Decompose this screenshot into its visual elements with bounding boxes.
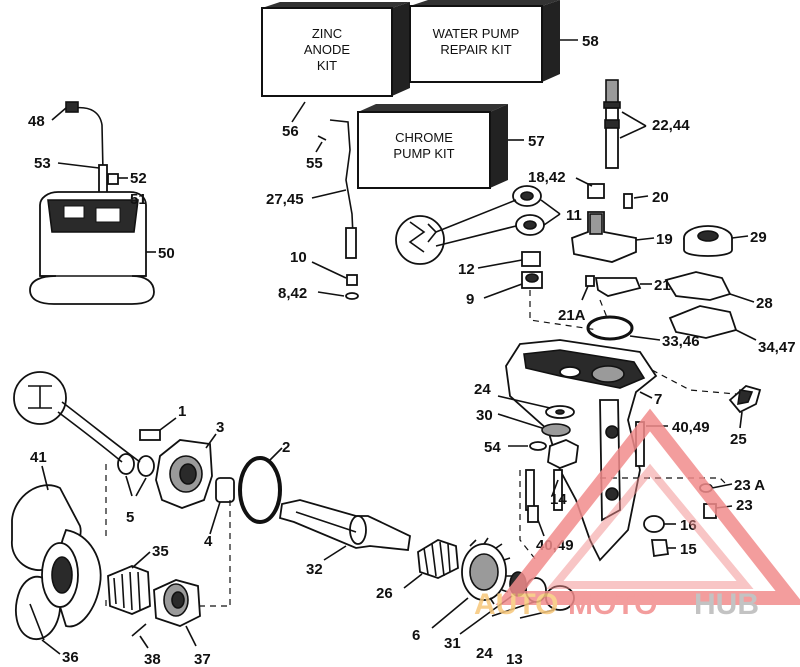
label-24-top: 24 <box>474 381 491 398</box>
label-3: 3 <box>216 419 224 436</box>
label-14: 14 <box>550 491 567 508</box>
label-55: 55 <box>306 155 323 172</box>
label-6: 6 <box>412 627 420 644</box>
roller-bearings <box>107 565 201 627</box>
label-50: 50 <box>158 245 175 262</box>
chrome-pump-kit-box: CHROME PUMP KIT <box>357 104 508 189</box>
label-22-44: 22,44 <box>652 117 690 134</box>
label-58: 58 <box>582 33 599 50</box>
label-36: 36 <box>62 649 79 666</box>
chrome-kit-line1: CHROME <box>395 130 453 145</box>
label-48: 48 <box>28 113 45 130</box>
label-24-bottom: 24 <box>476 645 493 662</box>
label-35: 35 <box>152 543 169 560</box>
label-23: 23 <box>736 497 753 514</box>
label-15: 15 <box>680 541 697 558</box>
washers-upper <box>525 405 579 511</box>
gearcase-cover <box>29 191 155 305</box>
propeller-shaft <box>278 499 411 551</box>
label-13: 13 <box>506 651 523 667</box>
label-29: 29 <box>750 229 767 246</box>
label-40-49-top: 40,49 <box>672 419 710 436</box>
label-19: 19 <box>656 231 673 248</box>
label-25: 25 <box>730 431 747 448</box>
water-pump-kit-line1: WATER PUMP <box>433 26 520 41</box>
part-labels: 58 57 56 48 53 52 51 50 55 27,45 10 8,42… <box>28 33 796 667</box>
label-8-42: 8,42 <box>278 285 307 302</box>
watermark-moto: MOTO <box>568 588 657 621</box>
pump-components <box>512 183 738 341</box>
label-18-42: 18,42 <box>528 169 566 186</box>
water-pump-kit-line2: REPAIR KIT <box>440 42 511 57</box>
zinc-kit-line3: KIT <box>317 58 337 73</box>
label-23a: 23 A <box>734 477 765 494</box>
chrome-kit-line2: PUMP KIT <box>393 146 454 161</box>
label-28: 28 <box>756 295 773 312</box>
label-31: 31 <box>444 635 461 652</box>
zinc-kit-line1: ZINC <box>312 26 342 41</box>
label-56: 56 <box>282 123 299 140</box>
propeller <box>11 484 102 641</box>
label-7: 7 <box>654 391 662 408</box>
label-53: 53 <box>34 155 51 172</box>
watermark-auto: AUTO <box>474 588 558 621</box>
label-21a: 21A <box>558 307 586 324</box>
zinc-anode-kit-box: ZINC ANODE KIT <box>261 2 410 97</box>
label-41: 41 <box>30 449 47 466</box>
zinc-kit-line2: ANODE <box>304 42 351 57</box>
bracket-25 <box>728 385 762 414</box>
label-37: 37 <box>194 651 211 667</box>
label-27-45: 27,45 <box>266 191 304 208</box>
shift-rod <box>317 119 359 300</box>
seal-detail-inset <box>395 199 517 265</box>
watermark-hub: HUB <box>694 588 759 621</box>
label-12: 12 <box>458 261 475 278</box>
label-32: 32 <box>306 561 323 578</box>
label-52: 52 <box>130 170 147 187</box>
watermark-logo: AUTO MOTO HUB <box>474 408 800 621</box>
label-9: 9 <box>466 291 474 308</box>
driveshaft <box>603 79 621 169</box>
label-54: 54 <box>484 439 501 456</box>
label-57: 57 <box>528 133 545 150</box>
forward-gear <box>461 537 512 605</box>
label-20: 20 <box>652 189 669 206</box>
water-pump-repair-kit-box: WATER PUMP REPAIR KIT <box>409 0 560 83</box>
bearing-housing <box>155 439 213 509</box>
label-1: 1 <box>178 403 186 420</box>
seal-detail-inset-left <box>13 371 141 463</box>
label-21: 21 <box>654 277 671 294</box>
label-11: 11 <box>566 207 582 224</box>
label-38: 38 <box>144 651 161 667</box>
label-34-47: 34,47 <box>758 339 796 356</box>
clutch-dog <box>417 539 459 579</box>
label-4: 4 <box>204 533 213 550</box>
label-33-46: 33,46 <box>662 333 700 350</box>
label-10: 10 <box>290 249 307 266</box>
label-30: 30 <box>476 407 493 424</box>
label-51: 51 <box>130 191 147 208</box>
label-2: 2 <box>282 439 290 456</box>
label-5: 5 <box>126 509 134 526</box>
speedometer-tube <box>65 101 119 205</box>
label-26: 26 <box>376 585 393 602</box>
